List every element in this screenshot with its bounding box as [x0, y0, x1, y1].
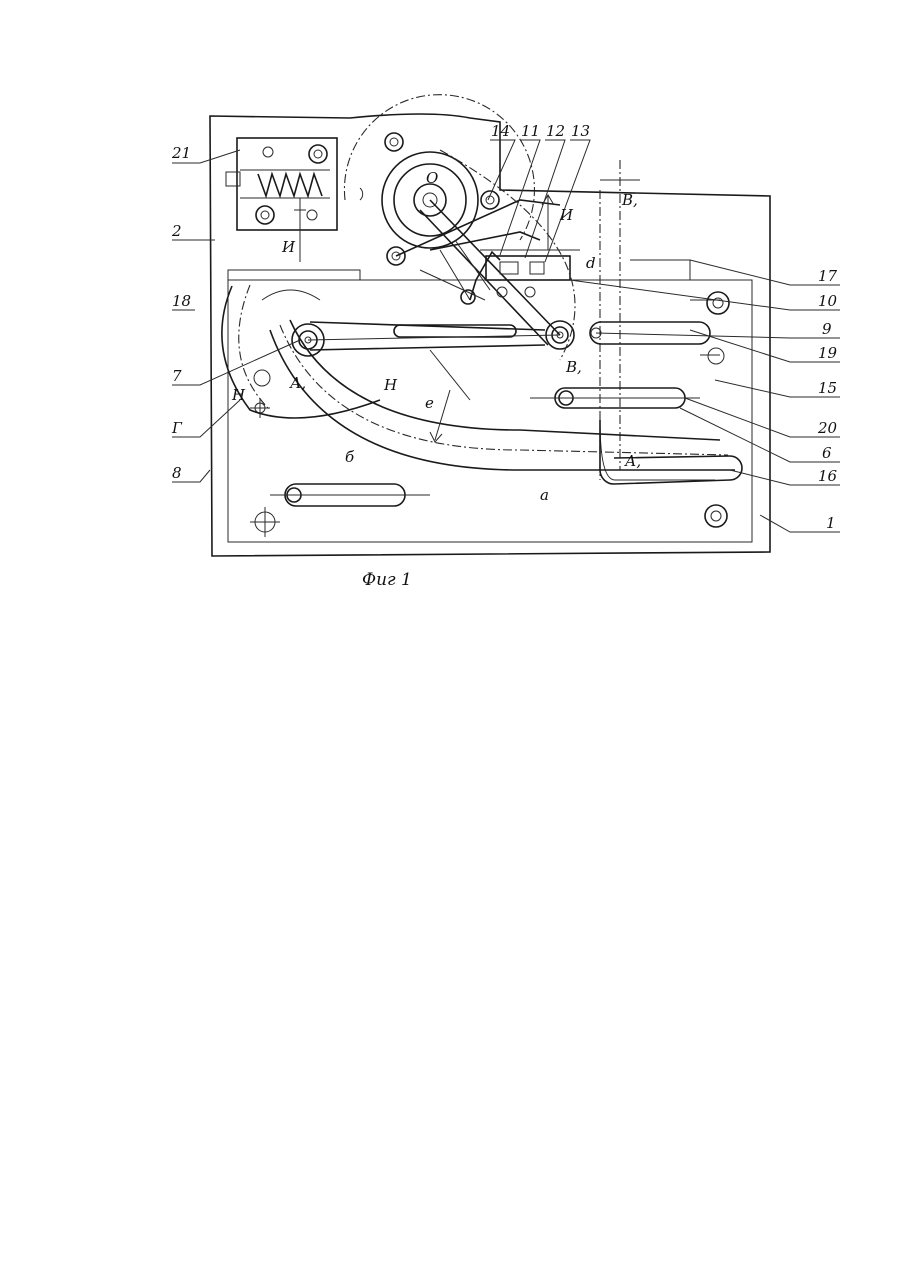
letter-b-top: В,: [621, 191, 638, 209]
letter-b-slot: б: [345, 448, 355, 466]
label-9: 9: [822, 320, 832, 338]
letter-a-slot: а: [540, 486, 549, 504]
label-1: 1: [826, 514, 836, 532]
letter-e: е: [425, 394, 434, 412]
label-15: 15: [818, 379, 837, 397]
bottom-left-slot: [250, 484, 727, 537]
label-12: 12: [546, 122, 565, 140]
label-14: 14: [491, 122, 510, 140]
letter-i-top: И: [559, 206, 574, 224]
label-g: Г: [171, 419, 183, 437]
label-16: 16: [818, 467, 838, 485]
label-21: 21: [171, 144, 191, 162]
letter-i-left: И: [281, 238, 296, 256]
lever-arms: [396, 200, 560, 345]
figure-caption: Фиг 1: [362, 570, 412, 590]
letter-a1: А,: [289, 374, 306, 392]
letter-d: d: [586, 254, 596, 272]
letter-b-mid: В,: [565, 358, 582, 376]
letter-h2: Н: [383, 376, 398, 394]
label-10: 10: [818, 292, 838, 310]
label-6: 6: [822, 444, 832, 462]
label-13: 13: [571, 122, 590, 140]
label-8: 8: [172, 464, 182, 482]
letter-a-low: А,: [624, 452, 641, 470]
letter-o: О: [426, 169, 438, 187]
pivot-and-bars: [310, 292, 729, 364]
label-19: 19: [818, 344, 838, 362]
label-2: 2: [171, 222, 182, 240]
lower-slot: [530, 388, 700, 408]
label-11: 11: [521, 122, 540, 140]
label-17: 17: [818, 267, 838, 285]
label-7: 7: [172, 367, 182, 385]
letter-h1: Н: [231, 386, 246, 404]
label-18: 18: [172, 292, 191, 310]
label-20: 20: [817, 419, 838, 437]
